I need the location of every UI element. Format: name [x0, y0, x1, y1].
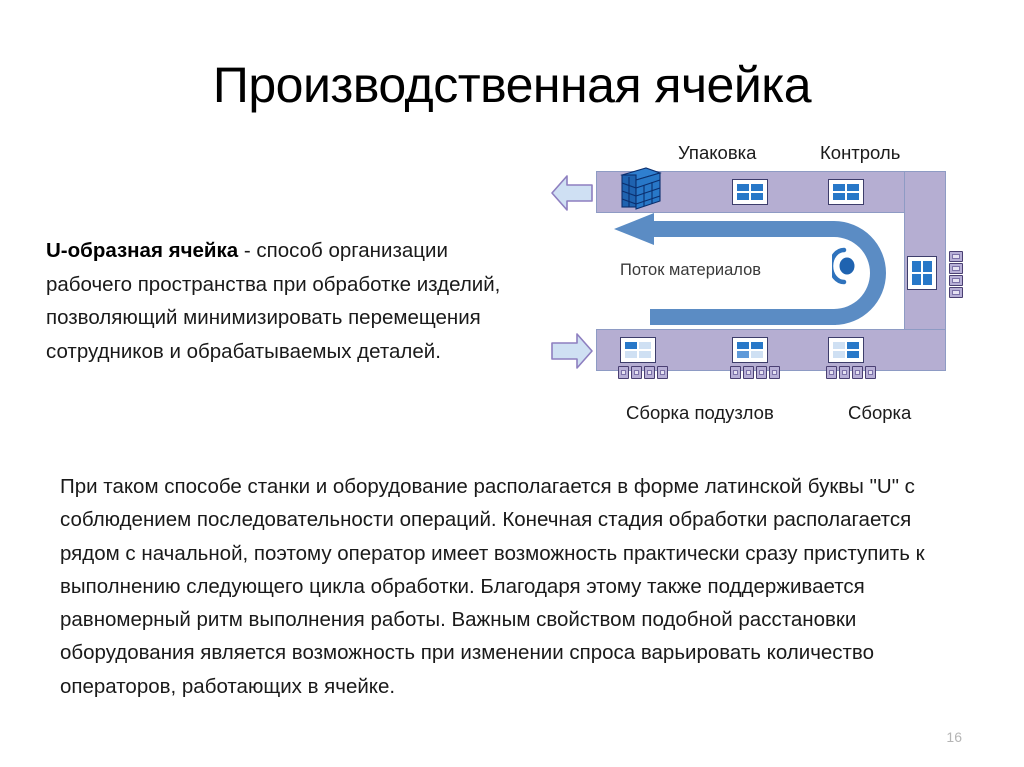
- station-pane: [832, 341, 846, 350]
- pallet-stack-icon: [620, 167, 662, 210]
- label-material-flow: Поток материалов: [620, 261, 762, 279]
- station-pane: [832, 183, 846, 192]
- packaging-station: [732, 179, 768, 205]
- parts-cart-icon: [826, 366, 837, 379]
- label-packaging: Упаковка: [678, 142, 757, 163]
- station-pane: [638, 350, 652, 359]
- station-pane: [846, 341, 860, 350]
- assembly-station: [828, 337, 864, 363]
- station-pane: [736, 350, 750, 359]
- output-arrow-icon: [551, 175, 593, 211]
- parts-cart-icon: [618, 366, 629, 379]
- u-shaped-cell-diagram: Упаковка Контроль Сборка подузлов Сборка…: [548, 138, 998, 438]
- station-pane: [832, 192, 846, 201]
- label-subassembly: Сборка подузлов: [626, 402, 774, 423]
- label-assembly: Сборка: [848, 402, 912, 423]
- station-pane: [638, 341, 652, 350]
- station-pane: [624, 341, 638, 350]
- body-paragraph: При таком способе станки и оборудование …: [60, 475, 925, 698]
- parts-cart-group-right: [949, 251, 963, 298]
- control-station: [828, 179, 864, 205]
- parts-cart-icon: [631, 366, 642, 379]
- label-control: Контроль: [820, 142, 901, 163]
- station-pane: [846, 192, 860, 201]
- parts-cart-icon: [769, 366, 780, 379]
- parts-cart-group: [826, 366, 876, 379]
- subassembly-station-1: [620, 337, 656, 363]
- page-number: 16: [946, 729, 962, 745]
- material-flow-arrow-icon: [614, 213, 886, 325]
- parts-cart-icon: [949, 251, 963, 262]
- page-title: Производственная ячейка: [212, 57, 812, 113]
- station-pane: [750, 183, 764, 192]
- station-pane: [750, 192, 764, 201]
- parts-cart-icon: [756, 366, 767, 379]
- parts-cart-icon: [949, 263, 963, 274]
- station-pane: [750, 350, 764, 359]
- parts-cart-icon: [865, 366, 876, 379]
- parts-cart-icon: [852, 366, 863, 379]
- parts-cart-icon: [730, 366, 741, 379]
- parts-cart-icon: [743, 366, 754, 379]
- parts-cart-icon: [839, 366, 850, 379]
- parts-cart-icon: [657, 366, 668, 379]
- station-pane: [736, 341, 750, 350]
- station-pane: [736, 183, 750, 192]
- definition-block: U-образная ячейка - способ организации р…: [46, 234, 516, 368]
- station-pane: [624, 350, 638, 359]
- operator-icon: [832, 247, 855, 285]
- definition-term: U-образная ячейка: [46, 239, 239, 262]
- definition-text: - способ организации рабочего пространст…: [46, 239, 501, 363]
- station-pane: [922, 260, 933, 273]
- station-pane: [750, 341, 764, 350]
- parts-cart-icon: [949, 287, 963, 298]
- station-pane: [922, 273, 933, 286]
- input-arrow-icon: [551, 333, 593, 369]
- parts-cart-group: [730, 366, 780, 379]
- station-pane: [911, 260, 922, 273]
- station-pane: [846, 350, 860, 359]
- station-pane: [911, 273, 922, 286]
- subassembly-station-2: [732, 337, 768, 363]
- parts-cart-group: [618, 366, 668, 379]
- station-pane: [736, 192, 750, 201]
- right-station: [907, 256, 937, 290]
- parts-cart-icon: [644, 366, 655, 379]
- parts-cart-icon: [949, 275, 963, 286]
- station-pane: [846, 183, 860, 192]
- station-pane: [832, 350, 846, 359]
